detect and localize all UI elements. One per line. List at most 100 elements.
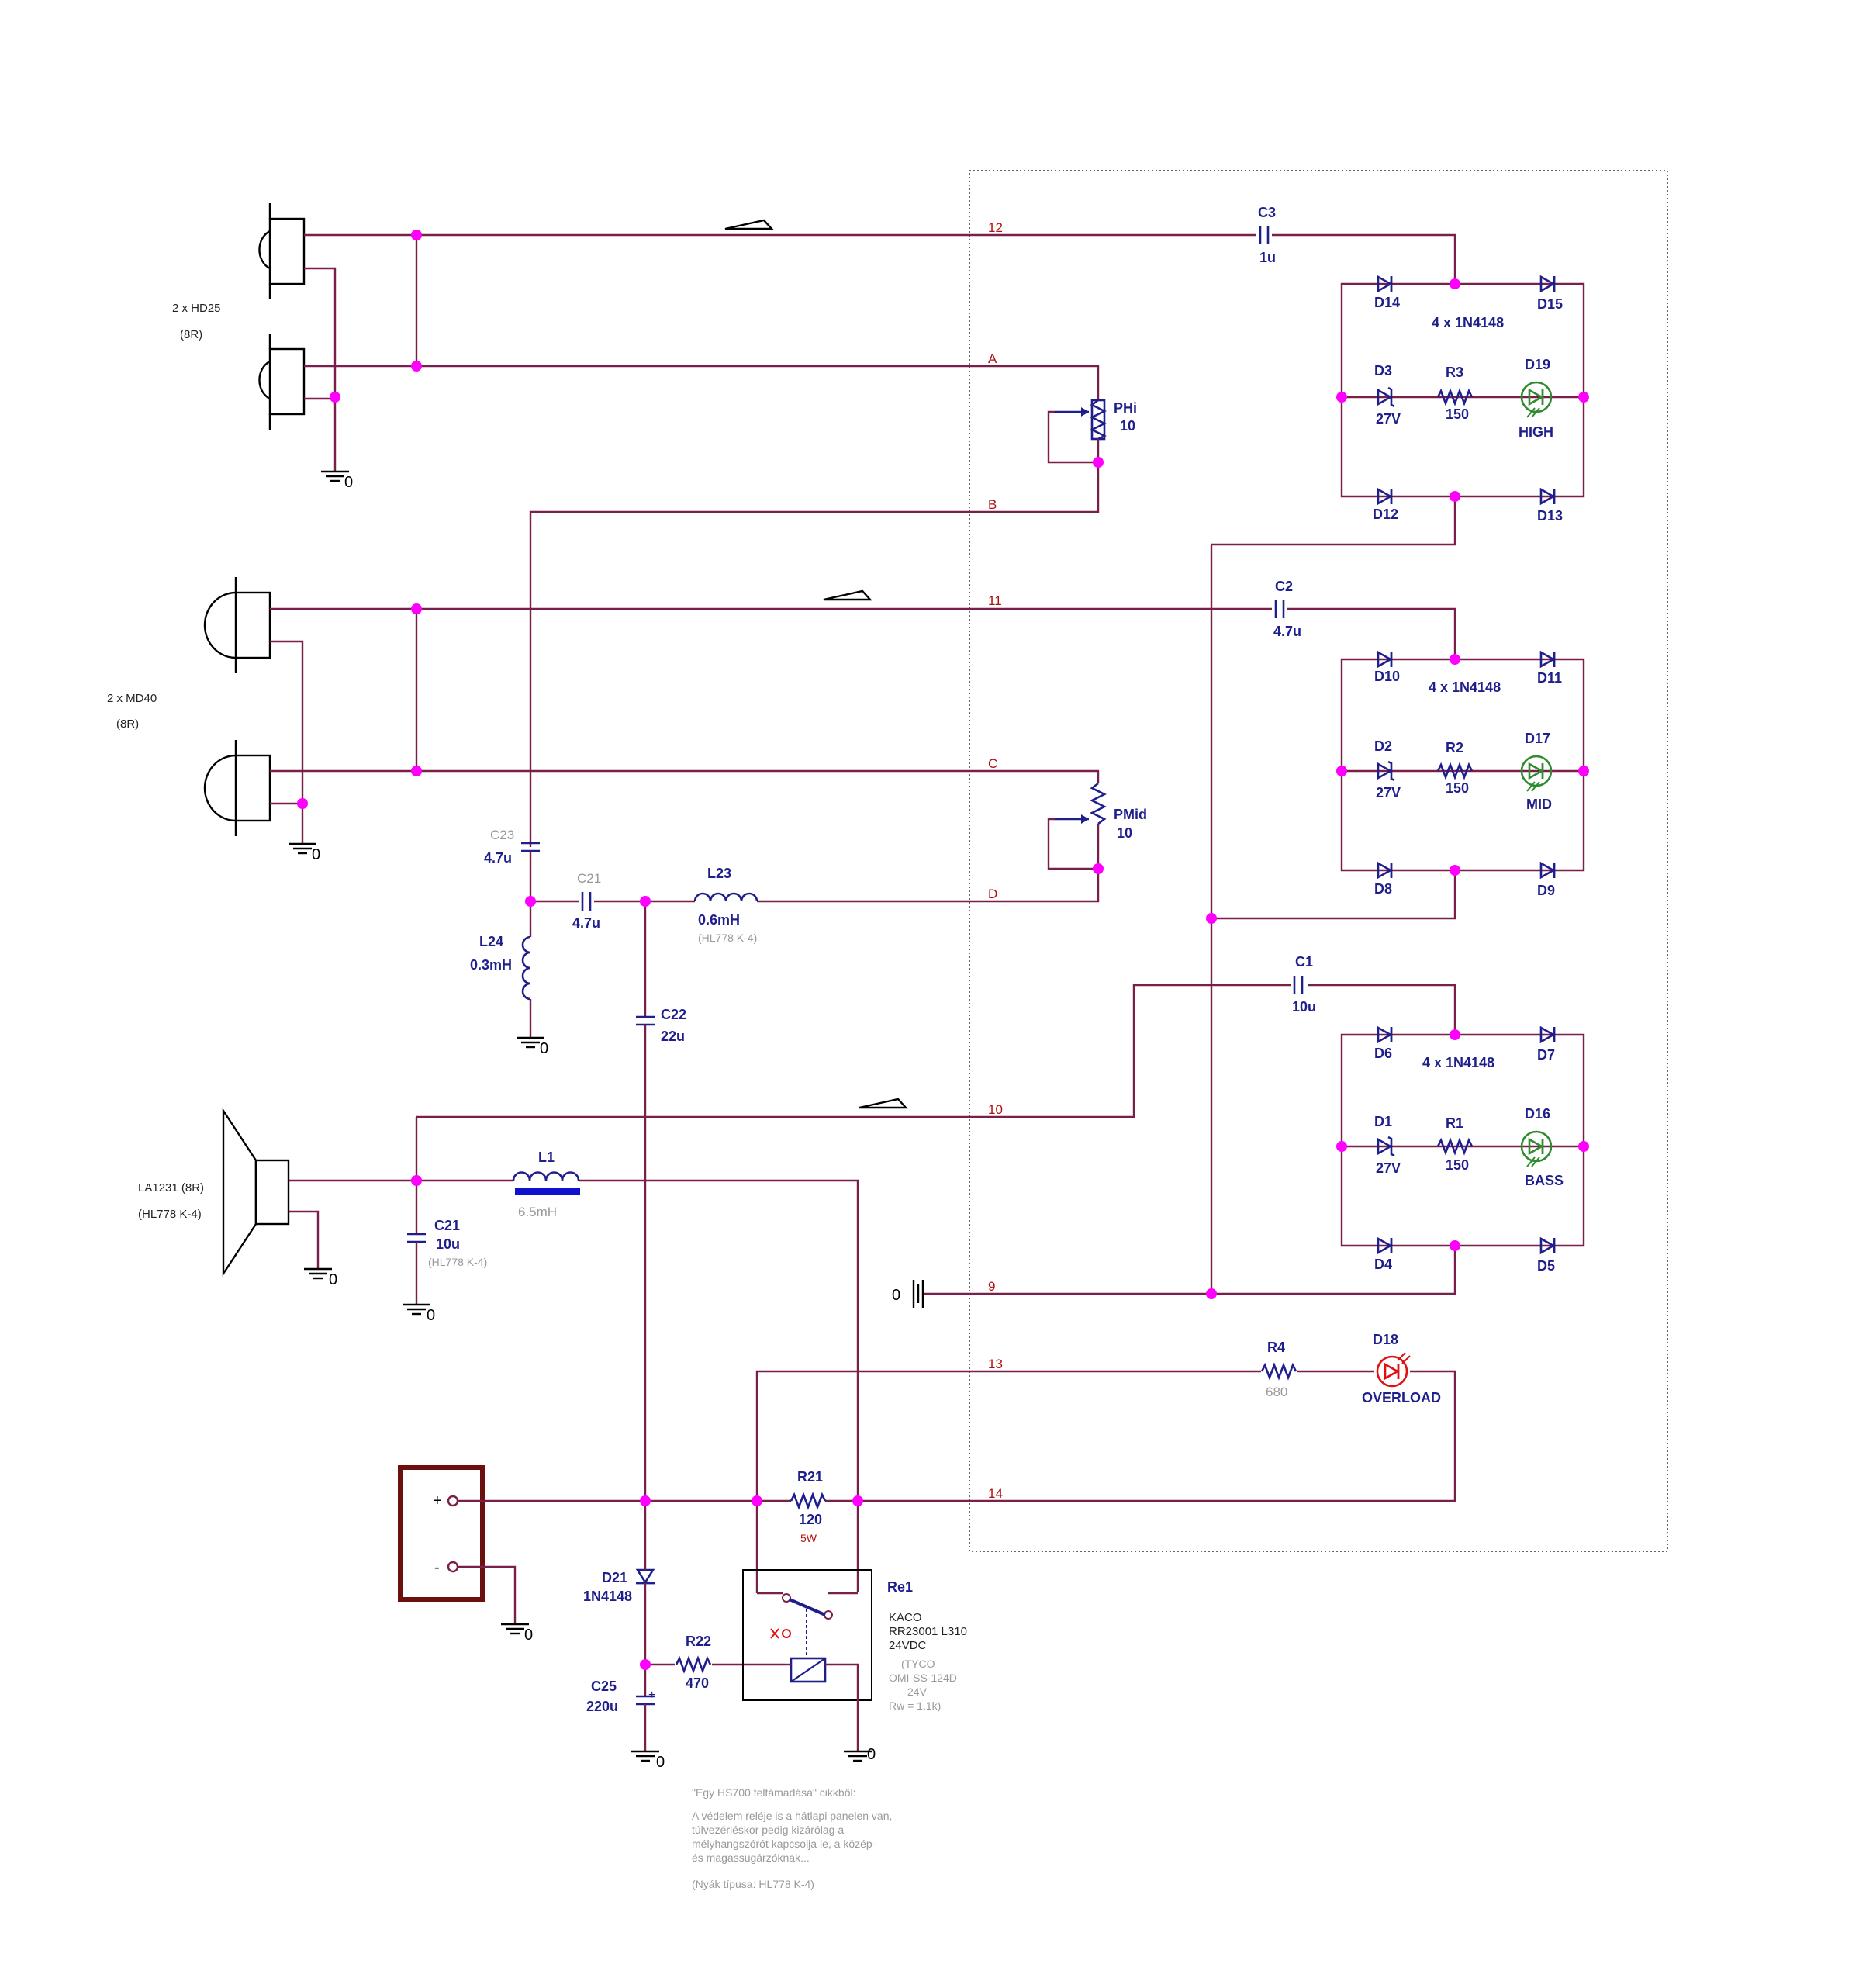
- l24-label: L24: [479, 934, 503, 949]
- c23-label: C23: [490, 828, 514, 842]
- d7-label: D7: [1537, 1047, 1555, 1063]
- hd25-count-label: 2 x HD25: [172, 302, 221, 315]
- signal-arrow-11: [823, 589, 872, 601]
- relay-contact: [770, 1593, 833, 1658]
- net-label-b: B: [988, 497, 997, 512]
- md40-count-label: 2 x MD40: [107, 692, 157, 705]
- signal-arrow-10: [859, 1098, 908, 1109]
- power-input-box: [398, 1465, 485, 1602]
- hd25-speaker-top: [258, 203, 306, 299]
- c21b-pcb-label: (HL778 K-4): [428, 1256, 487, 1268]
- c22-value: 22u: [661, 1029, 685, 1044]
- l23-pcb-label: (HL778 K-4): [698, 932, 757, 944]
- re1-voltage: 24VDC: [889, 1639, 927, 1652]
- gnd-label-9: 0: [892, 1287, 900, 1304]
- note-line-3: túlvezérléskor pedig kizárólag a: [692, 1824, 844, 1836]
- net-label-10: 10: [988, 1102, 1003, 1117]
- r4-label: R4: [1267, 1340, 1285, 1355]
- d18-label: D18: [1373, 1332, 1398, 1347]
- phi-value: 10: [1120, 418, 1135, 434]
- r2-label: R2: [1446, 740, 1463, 755]
- l23-inductor: [693, 892, 758, 902]
- d21-label: D21: [602, 1570, 627, 1585]
- d1-value: 27V: [1376, 1160, 1401, 1176]
- re1-label: Re1: [887, 1579, 913, 1595]
- c21b-value: 10u: [436, 1236, 460, 1252]
- net-label-11: 11: [988, 593, 1002, 608]
- note-line-2: A védelem reléje is a hátlapi panelen va…: [692, 1810, 892, 1822]
- overload-label: OVERLOAD: [1362, 1390, 1441, 1405]
- d4-label: D4: [1374, 1257, 1392, 1272]
- gnd-label-hd25: 0: [344, 474, 353, 491]
- junction-dots: [297, 230, 1589, 1670]
- power-plus-label: +: [433, 1492, 442, 1509]
- d21-diode: [635, 1568, 655, 1585]
- c1-label: C1: [1295, 954, 1313, 970]
- d3-value: 27V: [1376, 411, 1401, 427]
- r4-value: 680: [1266, 1385, 1287, 1399]
- tyco-line-1: (TYCO: [901, 1658, 935, 1670]
- c21a-value: 4.7u: [572, 915, 600, 931]
- d16-label: D16: [1525, 1106, 1550, 1122]
- d18-overload-led: [1376, 1352, 1411, 1388]
- l24-value: 0.3mH: [470, 957, 512, 973]
- d8-label: D8: [1374, 881, 1392, 897]
- signal-arrow-12: [724, 219, 774, 230]
- re1-maker: KACO: [889, 1611, 922, 1624]
- tyco-line-4: Rw = 1.1k): [889, 1699, 941, 1712]
- note-line-6: (Nyák típusa: HL778 K-4): [692, 1878, 814, 1890]
- gnd-label-power: 0: [524, 1627, 533, 1644]
- r1-value: 150: [1446, 1157, 1469, 1173]
- l1-inductor: [512, 1171, 580, 1195]
- c25-plus-label: +: [648, 1689, 655, 1702]
- md40-speaker-bottom: [203, 740, 271, 836]
- r22-label: R22: [686, 1634, 711, 1649]
- hd25-speaker-bottom: [258, 334, 306, 430]
- r21-wattage: 5W: [800, 1532, 817, 1544]
- la1231-woofer: [222, 1107, 290, 1278]
- d1-label: D1: [1374, 1114, 1392, 1129]
- gnd-label-c25: 0: [656, 1754, 665, 1771]
- net-label-14: 14: [988, 1486, 1003, 1501]
- d17-label: D17: [1525, 731, 1550, 746]
- r22-value: 470: [686, 1675, 709, 1691]
- d11-label: D11: [1537, 670, 1562, 686]
- note-line-4: mélyhangszórót kapcsolja le, a közép-: [692, 1838, 876, 1850]
- c21a-label: C21: [577, 871, 601, 886]
- d2-label: D2: [1374, 738, 1392, 754]
- la1231-pcb-label: (HL778 K-4): [138, 1208, 202, 1221]
- r3-label: R3: [1446, 365, 1463, 380]
- la1231-label: LA1231 (8R): [138, 1181, 204, 1195]
- c3-value: 1u: [1259, 250, 1276, 265]
- note-line-1: "Egy HS700 feltámadása" cikkből:: [692, 1786, 856, 1799]
- net-label-a: A: [988, 351, 997, 366]
- l1-value: 6.5mH: [518, 1205, 557, 1219]
- d5-label: D5: [1537, 1258, 1555, 1274]
- gnd-label-md40: 0: [312, 846, 320, 863]
- d6-label: D6: [1374, 1046, 1392, 1061]
- chassis-ground-9: [912, 1280, 924, 1308]
- tyco-line-2: OMI-SS-124D: [889, 1672, 957, 1684]
- high-label: HIGH: [1519, 424, 1553, 440]
- d13-label: D13: [1537, 508, 1563, 524]
- r21-label: R21: [797, 1469, 823, 1485]
- d14-label: D14: [1374, 295, 1400, 310]
- power-minus-label: -: [434, 1559, 440, 1576]
- d9-label: D9: [1537, 883, 1555, 898]
- pmid-potentiometer: [1055, 782, 1107, 825]
- r3-value: 150: [1446, 406, 1469, 422]
- d15-label: D15: [1537, 296, 1563, 312]
- c22-label: C22: [661, 1007, 686, 1022]
- d2-value: 27V: [1376, 785, 1401, 800]
- l23-label: L23: [707, 866, 731, 881]
- r1-label: R1: [1446, 1115, 1463, 1131]
- pmid-label: PMid: [1114, 807, 1147, 822]
- r2-value: 150: [1446, 780, 1469, 796]
- gnd-label-l24: 0: [540, 1040, 548, 1057]
- d3-label: D3: [1374, 363, 1392, 379]
- phi-potentiometer: [1055, 399, 1107, 441]
- relay-coil: [790, 1657, 827, 1683]
- hd25-impedance-label: (8R): [180, 328, 202, 341]
- md40-speaker-top: [203, 577, 271, 673]
- md40-impedance-label: (8R): [116, 717, 139, 731]
